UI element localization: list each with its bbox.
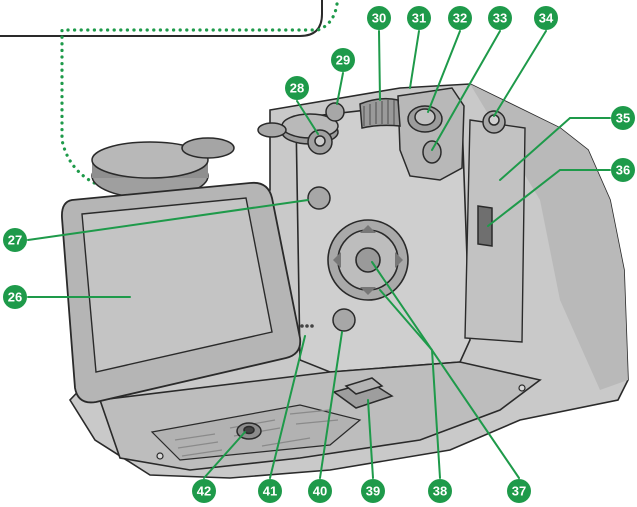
leader-line-33 <box>431 30 501 151</box>
leader-line-27 <box>27 199 309 241</box>
leader-line-34 <box>493 30 547 117</box>
inset-frame <box>0 0 339 192</box>
callout-circle <box>488 6 512 30</box>
battery-latch <box>332 377 394 409</box>
callout-number: 32 <box>453 11 467 26</box>
callout-34: 34 <box>534 6 558 30</box>
viewfinder <box>397 87 465 181</box>
selector-pad <box>327 219 409 301</box>
callout-circle <box>611 106 635 130</box>
callout-circle <box>3 228 27 252</box>
leader-line-40 <box>319 331 343 479</box>
hdmi-port <box>477 205 493 247</box>
callout-number: 33 <box>493 11 507 26</box>
callout-circle <box>367 6 391 30</box>
leader-line-39 <box>367 399 374 479</box>
callout-circle <box>361 479 385 503</box>
callout-circle <box>407 6 431 30</box>
callout-35: 35 <box>611 106 635 130</box>
leader-line-29 <box>336 72 344 105</box>
callout-circle <box>192 479 216 503</box>
callout-40: 40 <box>308 479 332 503</box>
body-screws <box>156 384 526 460</box>
callout-number: 30 <box>372 11 386 26</box>
leader-line-37 <box>371 261 520 479</box>
callout-number: 36 <box>616 163 630 178</box>
callout-27: 27 <box>3 228 27 252</box>
callout-number: 26 <box>8 290 22 305</box>
leader-line-36 <box>487 169 611 227</box>
callout-number: 35 <box>616 111 630 126</box>
callout-31: 31 <box>407 6 431 30</box>
callout-number: 40 <box>313 484 327 499</box>
leader-line-28 <box>296 100 319 135</box>
callout-circle <box>331 48 355 72</box>
callout-39: 39 <box>361 479 385 503</box>
callout-number: 38 <box>433 484 447 499</box>
callout-circle <box>428 479 452 503</box>
leader-line-41 <box>269 335 306 479</box>
speaker-holes <box>300 324 314 328</box>
strap-eyelet <box>482 110 506 134</box>
callout-37: 37 <box>507 479 531 503</box>
callout-circle <box>3 285 27 309</box>
callout-33: 33 <box>488 6 512 30</box>
callout-circle <box>448 6 472 30</box>
callout-42: 42 <box>192 479 216 503</box>
callout-28: 28 <box>285 76 309 100</box>
callout-circle <box>308 479 332 503</box>
callout-number: 28 <box>290 81 304 96</box>
leader-line-31 <box>409 30 420 89</box>
callout-circle <box>611 158 635 182</box>
callout-circle <box>507 479 531 503</box>
lcd-monitor <box>61 181 302 404</box>
callout-38: 38 <box>428 479 452 503</box>
leader-line-42 <box>203 431 246 479</box>
leader-line-30 <box>378 30 381 101</box>
callout-36: 36 <box>611 158 635 182</box>
callout-number: 31 <box>412 11 426 26</box>
callout-number: 39 <box>366 484 380 499</box>
callout-41: 41 <box>258 479 282 503</box>
callout-number: 29 <box>336 53 350 68</box>
callout-number: 41 <box>263 484 277 499</box>
callout-26: 26 <box>3 285 27 309</box>
callout-circle <box>258 479 282 503</box>
callout-badges: 26 27 28 29 30 31 32 33 34 35 36 37 38 39 40 41 42 <box>3 6 635 503</box>
rear-dial <box>359 97 401 129</box>
callout-number: 42 <box>197 484 211 499</box>
top-dials <box>91 113 339 199</box>
callout-circle <box>285 76 309 100</box>
callout-29: 29 <box>331 48 355 72</box>
leader-line-32 <box>427 30 461 113</box>
callout-number: 37 <box>512 484 526 499</box>
leader-line-38 <box>379 289 441 479</box>
callout-32: 32 <box>448 6 472 30</box>
leader-lines <box>27 30 611 479</box>
callout-circle <box>534 6 558 30</box>
leader-line-35 <box>499 117 611 181</box>
callout-30: 30 <box>367 6 391 30</box>
callout-number: 27 <box>8 233 22 248</box>
callout-number: 34 <box>539 11 554 26</box>
rear-buttons <box>307 102 356 332</box>
